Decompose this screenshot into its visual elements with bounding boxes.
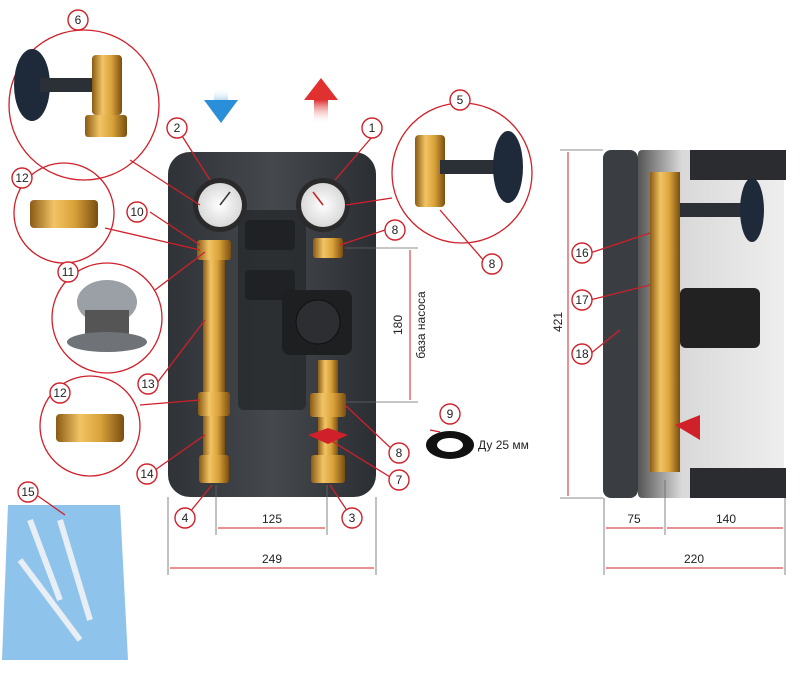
svg-text:5: 5 — [457, 93, 464, 107]
supply-fitting-mid — [310, 393, 346, 417]
callout-8-bubble: 8 — [481, 253, 503, 275]
nipple-icon — [30, 200, 98, 228]
pump-base-label: база насоса — [414, 291, 428, 359]
dim-421: 421 — [551, 149, 603, 499]
callout-4: 4 — [174, 507, 196, 529]
shell-slot — [245, 220, 295, 250]
callout-3: 3 — [341, 507, 363, 529]
callout-17: 17 — [571, 289, 593, 311]
svg-text:8: 8 — [489, 257, 496, 271]
svg-text:18: 18 — [575, 347, 589, 361]
callout-5: 5 — [449, 89, 471, 111]
flow-out-arrow — [304, 78, 338, 124]
callout-11: 11 — [57, 261, 79, 283]
callout-6: 6 — [67, 9, 89, 31]
svg-text:3: 3 — [349, 511, 356, 525]
return-fitting-top — [197, 240, 231, 260]
dim-220-label: 220 — [684, 552, 704, 566]
svg-text:10: 10 — [130, 205, 144, 219]
return-fitting-mid — [198, 392, 230, 416]
callout-16: 16 — [571, 242, 593, 264]
callout-markers: 1 2 3 4 5 6 7 8 8 8 9 10 11 12 12 13 14 … — [11, 9, 593, 529]
svg-text:9: 9 — [447, 407, 454, 421]
return-pipe — [203, 245, 225, 480]
accessory-bag — [2, 505, 128, 660]
svg-text:12: 12 — [15, 171, 29, 185]
callout-18: 18 — [571, 343, 593, 365]
svg-text:6: 6 — [75, 13, 82, 27]
dim-75-label: 75 — [627, 512, 641, 526]
callout-2: 2 — [166, 117, 188, 139]
svg-text:2: 2 — [174, 121, 181, 135]
svg-text:15: 15 — [21, 485, 35, 499]
callout-13: 13 — [137, 373, 159, 395]
dim-180: 180 база насоса — [345, 247, 428, 403]
dim-421-label: 421 — [551, 312, 565, 332]
thermometer-head-icon — [14, 49, 50, 121]
detail-bubble-12b — [39, 375, 141, 477]
return-outlet — [199, 455, 229, 483]
side-pump — [680, 288, 760, 348]
dim-249-label: 249 — [262, 552, 282, 566]
svg-text:13: 13 — [141, 377, 155, 391]
nipple-icon — [56, 414, 124, 442]
dim-140-label: 140 — [716, 512, 736, 526]
callout-7: 7 — [388, 469, 410, 491]
pump-head — [295, 299, 341, 345]
callout-8-bottom: 8 — [388, 442, 410, 464]
callout-10: 10 — [126, 201, 148, 223]
callout-1: 1 — [361, 117, 383, 139]
dim-side: 75 140 220 — [603, 480, 786, 575]
svg-text:4: 4 — [182, 511, 189, 525]
side-thermometer-icon — [740, 178, 764, 242]
gasket-label: Ду 25 мм — [478, 438, 529, 452]
svg-text:11: 11 — [62, 265, 75, 279]
dim-125: 125 — [215, 485, 328, 535]
fitting-icon — [415, 135, 445, 207]
ball-valve-handle — [308, 428, 348, 444]
supply-fitting-top — [313, 238, 343, 258]
side-shell-back — [603, 150, 638, 498]
callout-8-top: 8 — [384, 219, 406, 241]
svg-text:1: 1 — [369, 121, 376, 135]
thermometer-needle — [312, 191, 324, 206]
svg-text:7: 7 — [396, 473, 403, 487]
detail-bubble-5 — [391, 102, 533, 244]
gasket — [426, 431, 474, 459]
side-view — [603, 150, 786, 498]
side-pipe — [650, 172, 680, 472]
svg-text:17: 17 — [575, 293, 589, 307]
dim-249: 249 — [167, 497, 377, 575]
callout-9: 9 — [439, 403, 461, 425]
svg-text:14: 14 — [140, 467, 154, 481]
callout-14: 14 — [136, 463, 158, 485]
callout-12-bottom: 12 — [49, 382, 71, 404]
svg-text:8: 8 — [392, 223, 399, 237]
supply-pipe — [318, 360, 338, 480]
supply-outlet — [311, 455, 345, 483]
thermometer-needle — [219, 191, 231, 206]
thermometer-head-icon — [493, 131, 523, 203]
callout-12-top: 12 — [11, 167, 33, 189]
front-housing — [168, 152, 376, 497]
dim-180-label: 180 — [391, 315, 405, 335]
flow-in-arrow — [204, 88, 238, 123]
detail-bubble-6 — [8, 29, 160, 181]
callout-15: 15 — [17, 481, 39, 503]
svg-text:12: 12 — [53, 386, 67, 400]
svg-text:8: 8 — [396, 446, 403, 460]
shell-slot — [245, 270, 295, 300]
detail-bubble-11 — [51, 262, 163, 374]
fitting-icon — [92, 55, 122, 115]
svg-text:16: 16 — [575, 246, 589, 260]
dim-125-label: 125 — [262, 512, 282, 526]
shell-recess — [238, 210, 306, 410]
